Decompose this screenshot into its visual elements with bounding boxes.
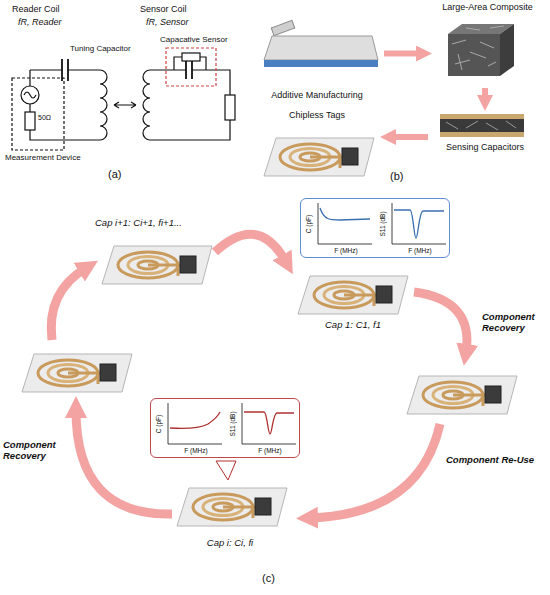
chipless-tag — [177, 488, 287, 526]
part-label: (b) — [390, 170, 420, 183]
node-caption: Sensing Capacitors — [430, 142, 540, 152]
s11-curve — [244, 412, 294, 434]
glass-plate — [264, 36, 378, 60]
part-label: Sensor Coil — [140, 4, 240, 14]
capacitor-plate — [440, 114, 524, 119]
resistor-symbol — [225, 95, 235, 120]
axis-label: F (MHz) — [319, 247, 373, 254]
cycle-arrow — [215, 234, 286, 262]
capacitance-curve — [170, 412, 220, 428]
wire — [150, 57, 230, 140]
reader-coil-symbol — [100, 70, 107, 140]
part-label: (a) — [108, 168, 138, 181]
part-label: fR, Sensor — [146, 17, 246, 27]
fiber-texture — [446, 121, 516, 130]
fiber-texture — [452, 26, 504, 70]
chart-axes — [168, 403, 296, 444]
chipless-tag — [102, 246, 212, 284]
cycle-step-label: Component Recovery — [3, 440, 65, 462]
chipless-tag — [407, 376, 517, 414]
part-label: Tuning Capacitor — [70, 44, 165, 53]
chipless-tag — [298, 276, 408, 314]
measurement-device-box — [12, 78, 64, 150]
sensor-coil-symbol — [143, 70, 150, 140]
node-caption: Cap i: Ci, fi — [160, 538, 300, 549]
part-label: (c) — [262, 572, 292, 585]
process-step: Sensing Capacitors — [430, 108, 540, 164]
composite-side — [500, 24, 514, 76]
s11-curve — [394, 210, 444, 238]
source-symbol — [21, 86, 39, 104]
axis-label: C (pF) — [305, 215, 312, 233]
node-caption: Large-Area Composite — [430, 2, 545, 12]
process-arrow — [390, 134, 428, 140]
cycle-step-label: Component Re-Use — [446, 455, 542, 466]
part-label: Capacative Sensor — [160, 35, 260, 44]
cycle-arrow — [51, 268, 86, 340]
chart-inset-box: C (pF) F (MHz) S11 (dB) F (MHz) — [150, 398, 300, 458]
sensor-capacitor-symbol — [186, 61, 192, 79]
process-step: Large-Area Composite — [430, 2, 545, 87]
cycle-arrow — [310, 424, 440, 518]
capacitor-dielectric — [440, 119, 524, 132]
process-step: Cap i+1: Ci+1, fi+1... — [95, 218, 220, 290]
resistor-symbol — [182, 53, 200, 61]
chipless-tag — [22, 354, 132, 392]
cycle-step-label: Component Recovery — [482, 312, 546, 334]
part-label: fR, Reader — [18, 17, 118, 27]
process-arrow — [482, 88, 488, 101]
sine-symbol — [24, 92, 36, 98]
node-caption: Cap i+1: Ci+1, fi+1... — [95, 218, 220, 229]
chipless-tag — [264, 138, 374, 176]
axis-label: S11 (dB) — [379, 211, 386, 236]
part-label: 50Ω — [38, 114, 62, 122]
resistor-symbol — [25, 112, 35, 130]
process-step: Additive Manufacturing — [252, 20, 382, 105]
cycle-arrow — [414, 292, 467, 352]
axis-label: F (MHz) — [243, 447, 297, 454]
cycle-arrow — [76, 410, 172, 514]
node-caption: Cap 1: C1, f1 — [292, 320, 414, 331]
axis-label: S11 (dB) — [229, 411, 236, 436]
node-caption: Additive Manufacturing — [252, 90, 382, 100]
axis-label: F (MHz) — [393, 247, 447, 254]
coupling-arrow — [114, 102, 136, 108]
capacitance-curve — [320, 208, 370, 220]
capacitor-plate — [440, 132, 524, 137]
chart-axes — [318, 203, 446, 244]
process-step: Cap i: Ci, fi — [160, 478, 300, 554]
part-label: Reader Coil — [12, 4, 112, 14]
wire — [30, 70, 100, 140]
process-step: Chipless Tags — [252, 110, 382, 180]
process-arrow — [384, 51, 422, 57]
composite-front — [448, 34, 500, 76]
chart-inset-box: C (pF) F (MHz) S11 (dB) F (MHz) — [300, 198, 450, 258]
print-blade — [271, 20, 294, 35]
node-caption: Chipless Tags — [252, 110, 382, 120]
callout-pointer — [216, 461, 236, 480]
process-step: Cap 1: C1, f1 — [292, 266, 414, 336]
capacitive-sensor-box — [166, 48, 216, 86]
axis-label: F (MHz) — [169, 447, 223, 454]
glass-plate-edge — [264, 60, 378, 67]
part-label: Measurement Device — [5, 153, 83, 162]
axis-label: C (pF) — [155, 415, 162, 433]
